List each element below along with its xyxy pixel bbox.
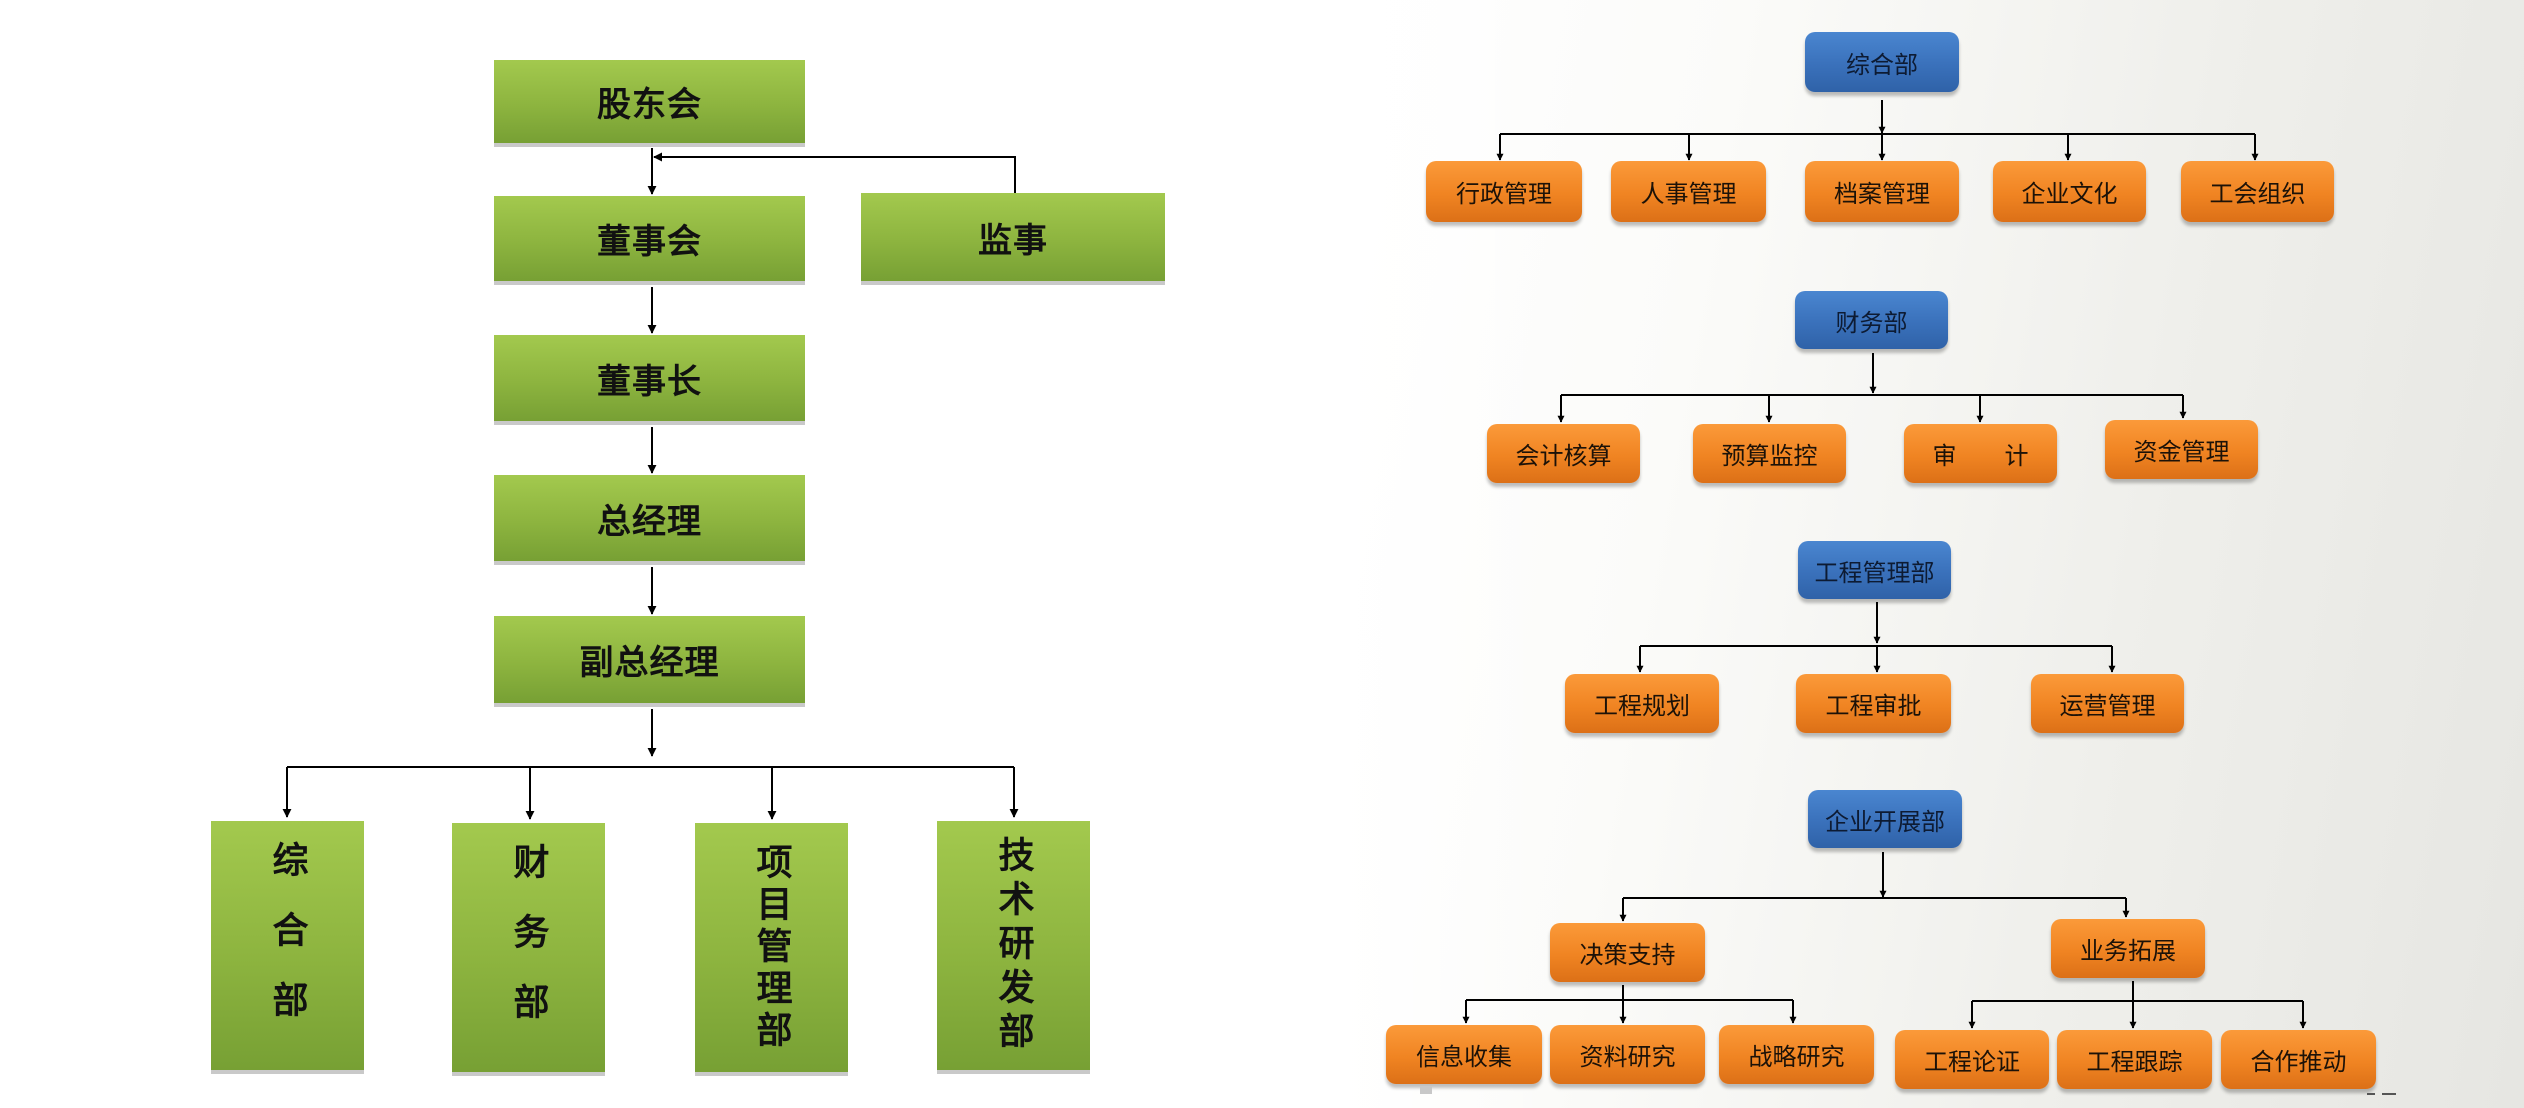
node-dept-finance[interactable]: 财务部: [452, 823, 605, 1076]
node-expansion-child-3[interactable]: 合作推动: [2221, 1030, 2376, 1089]
node-general-child-5[interactable]: 工会组织: [2181, 161, 2334, 222]
node-general-manager[interactable]: 总经理: [494, 475, 805, 565]
node-label: 资料研究: [1579, 1043, 1676, 1071]
node-general-manager-label: 总经理: [597, 501, 702, 542]
node-branch-decision-support[interactable]: 决策支持: [1550, 923, 1705, 982]
scan-artifact: [2382, 1093, 2396, 1095]
node-general-dept[interactable]: 综合部: [1805, 32, 1959, 92]
node-label: 合作推动: [2250, 1048, 2347, 1076]
node-general-child-3[interactable]: 档案管理: [1805, 161, 1959, 222]
node-label: 会计核算: [1515, 442, 1612, 470]
node-engineering-child-3[interactable]: 运营管理: [2031, 674, 2184, 733]
node-supervisor-label: 监事: [978, 220, 1048, 261]
node-engineering-dept-label: 工程管理部: [1814, 558, 1935, 587]
node-label: 工程论证: [1924, 1048, 2020, 1076]
node-general-child-1[interactable]: 行政管理: [1426, 161, 1582, 222]
node-finance-child-2[interactable]: 预算监控: [1693, 424, 1846, 483]
node-label: 档案管理: [1834, 180, 1930, 208]
node-board-label: 董事会: [597, 222, 702, 262]
node-label: 资金管理: [2133, 438, 2230, 466]
node-label: 工程跟踪: [2086, 1048, 2183, 1076]
node-decision-child-3[interactable]: 战略研究: [1719, 1025, 1874, 1084]
node-engineering-child-2[interactable]: 工程审批: [1796, 674, 1951, 733]
node-label: 工程规划: [1594, 692, 1690, 720]
node-label: 行政管理: [1456, 180, 1552, 208]
node-chairman-label: 董事长: [597, 361, 702, 402]
link-supervisor-board: [653, 152, 1016, 193]
scan-artifact: [2367, 1093, 2375, 1095]
node-dept-general[interactable]: 综合部: [211, 821, 364, 1074]
node-dept-project-label: 项目管理部: [750, 842, 793, 1053]
node-dept-tech-label: 技术研发部: [992, 835, 1035, 1056]
node-general-child-2[interactable]: 人事管理: [1611, 161, 1766, 222]
node-board[interactable]: 董事会: [494, 196, 805, 285]
node-general-dept-label: 综合部: [1846, 50, 1918, 79]
scan-artifact: [1420, 1086, 1432, 1094]
node-dept-project[interactable]: 项目管理部: [695, 823, 848, 1076]
node-supervisor[interactable]: 监事: [861, 193, 1165, 285]
node-deputy-gm-label: 副总经理: [579, 643, 720, 683]
node-label: 预算监控: [1721, 442, 1818, 470]
node-chairman[interactable]: 董事长: [494, 335, 805, 425]
node-engineering-child-1[interactable]: 工程规划: [1565, 674, 1719, 733]
node-development-dept[interactable]: 企业开展部: [1808, 790, 1962, 848]
node-label: 企业文化: [2021, 180, 2118, 208]
node-engineering-dept[interactable]: 工程管理部: [1798, 541, 1951, 599]
node-shareholders[interactable]: 股东会: [494, 60, 805, 147]
node-label: 业务拓展: [2080, 937, 2176, 965]
node-label: 工会组织: [2209, 180, 2306, 208]
node-finance-dept-label: 财务部: [1835, 308, 1908, 337]
node-deputy-gm[interactable]: 副总经理: [494, 616, 805, 707]
node-finance-dept[interactable]: 财务部: [1795, 291, 1948, 349]
node-label: 战略研究: [1748, 1043, 1845, 1071]
node-expansion-child-2[interactable]: 工程跟踪: [2057, 1030, 2212, 1089]
node-label: 信息收集: [1416, 1043, 1512, 1071]
node-general-child-4[interactable]: 企业文化: [1993, 161, 2146, 222]
node-decision-child-1[interactable]: 信息收集: [1386, 1025, 1542, 1084]
node-label: 人事管理: [1640, 180, 1737, 208]
node-label: 运营管理: [2059, 692, 2156, 720]
node-branch-business-expansion[interactable]: 业务拓展: [2051, 919, 2205, 978]
node-finance-child-4[interactable]: 资金管理: [2105, 420, 2258, 479]
node-shareholders-label: 股东会: [597, 85, 702, 125]
node-finance-child-1[interactable]: 会计核算: [1487, 424, 1640, 483]
node-dept-finance-label: 财务部: [507, 842, 550, 1053]
node-dept-tech[interactable]: 技术研发部: [937, 821, 1090, 1074]
node-label: 审 计: [1932, 442, 2029, 470]
node-dept-general-label: 综合部: [266, 840, 309, 1051]
node-expansion-child-1[interactable]: 工程论证: [1895, 1030, 2049, 1089]
node-decision-child-2[interactable]: 资料研究: [1550, 1025, 1705, 1084]
node-finance-child-3[interactable]: 审 计: [1904, 424, 2057, 483]
node-development-dept-label: 企业开展部: [1825, 807, 1945, 836]
node-label: 决策支持: [1579, 941, 1676, 969]
node-label: 工程审批: [1825, 692, 1922, 720]
